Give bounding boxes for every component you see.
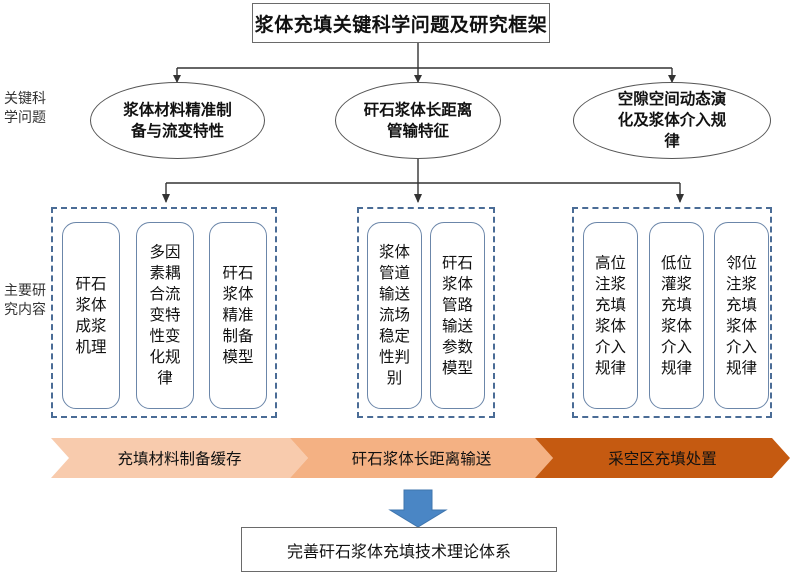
content-card: 矸石浆体管路输送参数模型 xyxy=(430,222,485,409)
question-label-3: 空隙空间动态演化及浆体介入规律 xyxy=(617,90,727,150)
down-arrow-icon xyxy=(388,489,448,528)
content-card: 高位注浆充填浆体介入规律 xyxy=(583,222,638,409)
content-card: 低位灌浆充填浆体介入规律 xyxy=(649,222,704,409)
stage-label-1: 充填材料制备缓存 xyxy=(117,450,242,468)
stage-chevron-2 xyxy=(290,438,553,478)
question-ellipse-3: 空隙空间动态演化及浆体介入规律 xyxy=(573,82,771,159)
question-ellipse-2: 矸石浆体长距离管输特征 xyxy=(335,82,501,159)
label-main-content: 主要研究内容 xyxy=(4,283,46,318)
page-title: 浆体充填关键科学问题及研究框架 xyxy=(252,3,550,43)
card-text: 低位灌浆充填浆体介入规律 xyxy=(660,253,692,377)
question-label-1: 浆体材料精准制备与流变特性 xyxy=(123,100,232,140)
conclusion-box: 完善矸石浆体充填技术理论体系 xyxy=(241,527,557,572)
content-group-1 xyxy=(51,207,277,418)
question-label-2: 矸石浆体长距离管输特征 xyxy=(363,100,473,140)
question-ellipse-1: 浆体材料精准制备与流变特性 xyxy=(90,82,265,159)
card-text: 浆体管道输送流场稳定性判别 xyxy=(378,243,410,387)
card-text: 矸石浆体精准制备模型 xyxy=(222,264,254,366)
label-key-questions: 关键科学问题 xyxy=(4,91,46,126)
process-band xyxy=(51,438,790,478)
top-connector xyxy=(173,43,676,83)
stage-chevron-3 xyxy=(535,438,790,478)
stage-chevron-1 xyxy=(51,438,308,478)
content-group-2 xyxy=(357,207,495,418)
card-text: 高位注浆充填浆体介入规律 xyxy=(594,253,626,377)
content-card: 邻位注浆充填浆体介入规律 xyxy=(714,222,769,409)
card-text: 多因素耦合流变特性变化规律 xyxy=(149,243,181,387)
card-text: 矸石浆体成浆机理 xyxy=(75,274,107,356)
content-card: 矸石浆体精准制备模型 xyxy=(209,222,267,409)
content-group-3 xyxy=(572,207,772,418)
middle-connector xyxy=(162,158,684,203)
content-card: 浆体管道输送流场稳定性判别 xyxy=(367,222,422,409)
stage-label-2: 矸石浆体长距离输送 xyxy=(351,450,492,468)
content-card: 矸石浆体成浆机理 xyxy=(62,222,120,409)
stage-label-3: 采空区充填处置 xyxy=(608,450,717,468)
card-text: 邻位注浆充填浆体介入规律 xyxy=(725,253,757,377)
content-card: 多因素耦合流变特性变化规律 xyxy=(136,222,194,409)
card-text: 矸石浆体管路输送参数模型 xyxy=(441,253,473,377)
